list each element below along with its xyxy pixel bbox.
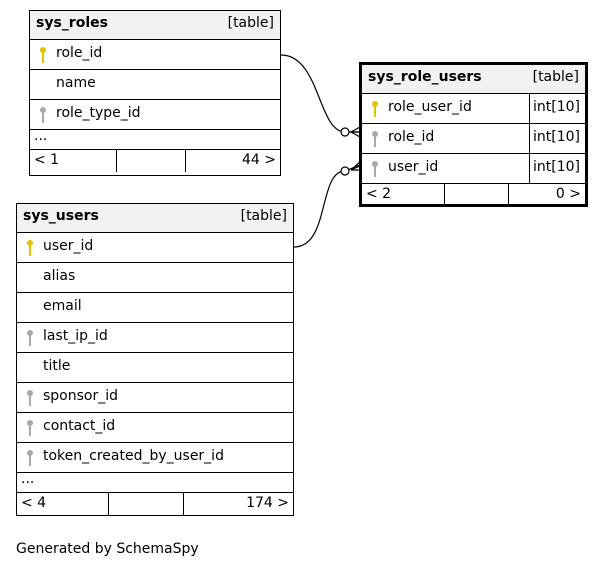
crowfoot-marker [350, 161, 361, 171]
table-sys-role-users[interactable]: sys_role_users [table] role_user_id int[… [359, 62, 588, 207]
column-row[interactable]: email [17, 293, 293, 323]
column-name: contact_id [43, 418, 116, 434]
column-row[interactable]: title [17, 353, 293, 383]
child-count: 0 > [555, 186, 581, 202]
foreign-key-icon [25, 329, 35, 347]
table-footer: < 4 174 > [17, 493, 293, 515]
column-type: int[10] [529, 124, 585, 153]
column-row[interactable]: contact_id [17, 413, 293, 443]
relationship-roles-to-role-users [280, 54, 360, 133]
table-name: sys_role_users [368, 69, 482, 85]
table-kind: [table] [227, 15, 274, 31]
foreign-key-icon [370, 130, 380, 148]
table-name: sys_roles [36, 15, 108, 31]
column-row[interactable]: token_created_by_user_id [17, 443, 293, 473]
column-name: email [43, 298, 82, 314]
column-name: token_created_by_user_id [43, 448, 224, 464]
column-name: user_id [43, 238, 94, 254]
column-row[interactable]: user_id int[10] [362, 154, 585, 184]
table-header: sys_roles [table] [30, 11, 280, 40]
crowfoot-marker [350, 126, 361, 138]
column-row[interactable]: alias [17, 263, 293, 293]
column-name: role_id [56, 45, 103, 61]
foreign-key-icon [370, 160, 380, 178]
table-sys-roles[interactable]: sys_roles [table] role_id name role_type… [29, 10, 281, 176]
column-row[interactable]: sponsor_id [17, 383, 293, 413]
table-kind: [table] [532, 69, 579, 85]
foreign-key-icon [25, 449, 35, 467]
column-row[interactable]: user_id [17, 233, 293, 263]
column-name: last_ip_id [43, 328, 108, 344]
table-footer: < 2 0 > [362, 184, 585, 206]
column-row[interactable]: role_id int[10] [362, 124, 585, 154]
column-name: name [56, 75, 96, 91]
more-columns-ellipsis: ... [17, 471, 293, 493]
primary-key-icon [25, 239, 35, 257]
child-count: 44 > [242, 152, 276, 168]
foreign-key-icon [25, 389, 35, 407]
column-name: title [43, 358, 71, 374]
table-footer: < 1 44 > [30, 150, 280, 172]
child-count: 174 > [246, 495, 289, 511]
primary-key-icon [38, 46, 48, 64]
parent-count: < 4 [21, 495, 47, 511]
more-columns-ellipsis: ... [30, 128, 280, 150]
column-row[interactable]: role_type_id [30, 100, 280, 130]
column-name: sponsor_id [43, 388, 119, 404]
parent-count: < 2 [366, 186, 392, 202]
parent-count: < 1 [34, 152, 60, 168]
table-header: sys_role_users [table] [362, 65, 585, 94]
column-name: role_id [388, 129, 435, 145]
column-name: user_id [388, 159, 439, 175]
relationship-users-to-role-users [293, 164, 361, 248]
column-row[interactable]: role_user_id int[10] [362, 94, 585, 124]
table-name: sys_users [23, 208, 99, 224]
column-row[interactable]: last_ip_id [17, 323, 293, 353]
column-type: int[10] [529, 154, 585, 183]
optional-marker [340, 127, 350, 137]
column-type: int[10] [529, 94, 585, 123]
column-row[interactable]: name [30, 70, 280, 100]
optional-marker [340, 166, 350, 176]
column-row[interactable]: role_id [30, 40, 280, 70]
column-name: role_type_id [56, 105, 141, 121]
foreign-key-icon [25, 419, 35, 437]
column-name: alias [43, 268, 76, 284]
table-sys-users[interactable]: sys_users [table] user_id alias email la… [16, 203, 294, 516]
table-header: sys_users [table] [17, 204, 293, 233]
primary-key-icon [370, 100, 380, 118]
column-name: role_user_id [388, 99, 472, 115]
foreign-key-icon [38, 106, 48, 124]
table-kind: [table] [240, 208, 287, 224]
generated-by-caption: Generated by SchemaSpy [16, 541, 199, 557]
